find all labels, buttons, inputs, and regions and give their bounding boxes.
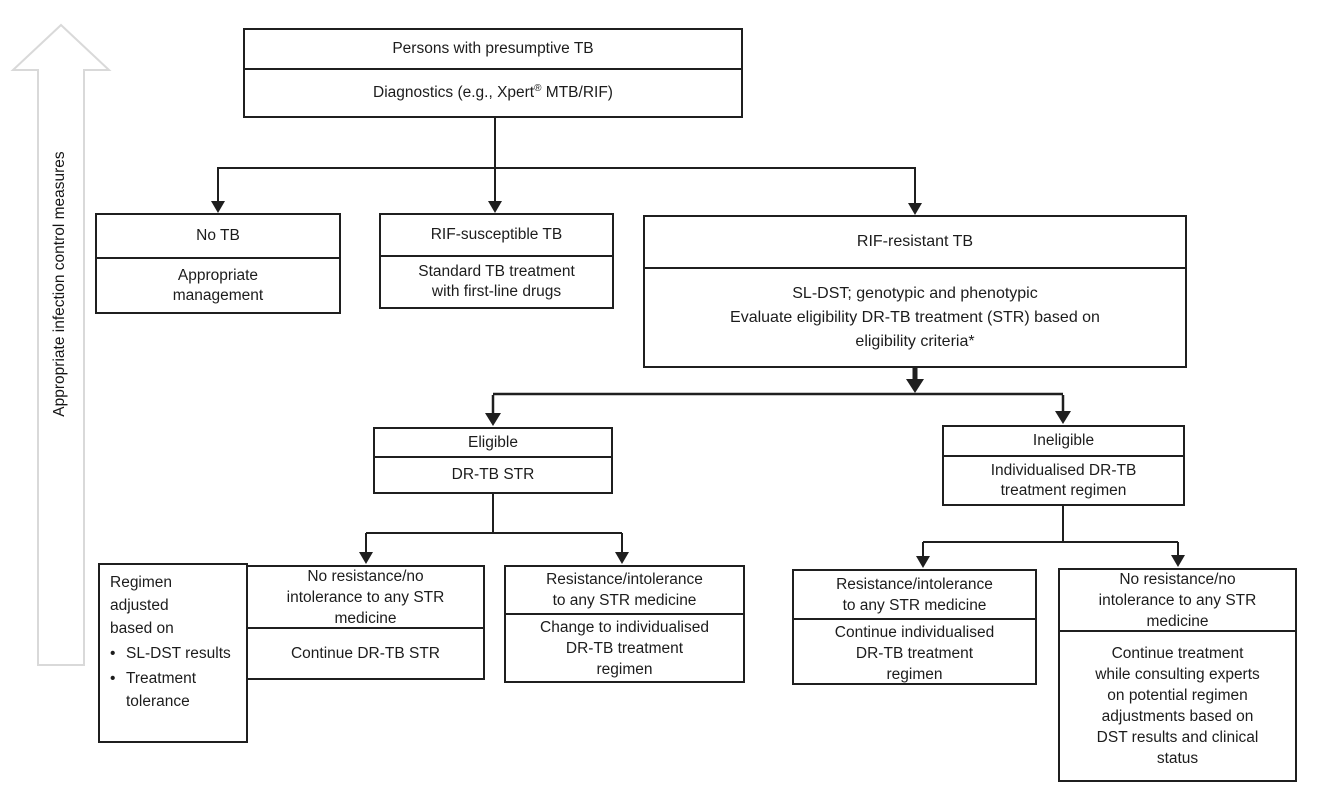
title-line: intolerance to any STR bbox=[1098, 591, 1257, 609]
node-str-no-resistance-body: Continue DR-TB STR bbox=[248, 629, 483, 678]
node-rif-susceptible-title: RIF-susceptible TB bbox=[381, 215, 612, 257]
title-line: medicine bbox=[1146, 612, 1209, 630]
note-line: based on bbox=[110, 620, 174, 637]
title-line: medicine bbox=[334, 609, 397, 627]
node-title-text: RIF-susceptible TB bbox=[430, 226, 563, 243]
diagnostics-text-post: MTB/RIF) bbox=[541, 84, 613, 101]
arrowhead-str-no-resistance bbox=[359, 552, 373, 564]
infection-control-label: Appropriate infection control measures bbox=[51, 151, 68, 417]
body-line: Appropriate bbox=[177, 266, 259, 284]
arrowhead-indiv-resistance bbox=[916, 556, 930, 568]
arrowhead-rif-resistant bbox=[908, 203, 922, 215]
title-line: Resistance/intolerance bbox=[546, 571, 703, 588]
node-presumptive-tb-body: Diagnostics (e.g., Xpert® MTB/RIF) bbox=[245, 70, 741, 116]
title-line: Resistance/intolerance bbox=[836, 575, 993, 593]
body-line: Evaluate eligibility DR-TB treatment (ST… bbox=[730, 308, 1100, 326]
node-title-text: RIF-resistant TB bbox=[856, 233, 974, 250]
note-bullet-item: Treatment tolerance bbox=[110, 667, 242, 713]
node-regimen-note: Regimen adjusted based on SL-DST results… bbox=[98, 563, 248, 743]
title-line: No resistance/no bbox=[307, 567, 424, 585]
body-line: Standard TB treatment bbox=[418, 263, 575, 280]
node-ineligible: Ineligible Individualised DR-TB treatmen… bbox=[942, 425, 1185, 506]
note-bullet-item: SL-DST results bbox=[110, 642, 242, 665]
body-line: status bbox=[1156, 750, 1199, 767]
node-no-tb-title: No TB bbox=[97, 215, 339, 259]
arrowhead-rif-susceptible bbox=[488, 201, 502, 213]
node-rif-susceptible-body: Standard TB treatment with first-line dr… bbox=[381, 257, 612, 307]
node-rif-resistant-tb: RIF-resistant TB SL-DST; genotypic and p… bbox=[643, 215, 1187, 368]
body-line: regimen bbox=[886, 666, 943, 683]
node-eligible-body: DR-TB STR bbox=[375, 458, 611, 492]
node-presumptive-tb: Persons with presumptive TB Diagnostics … bbox=[243, 28, 743, 118]
body-line: SL-DST; genotypic and phenotypic bbox=[792, 284, 1038, 302]
title-line: to any STR medicine bbox=[842, 596, 987, 614]
node-str-resistance-body: Change to individualised DR-TB treatment… bbox=[506, 615, 743, 682]
node-ineligible-body: Individualised DR-TB treatment regimen bbox=[944, 457, 1183, 504]
body-line: DR-TB treatment bbox=[565, 640, 684, 657]
body-line: DR-TB treatment bbox=[855, 645, 974, 662]
arrowhead-eligible bbox=[485, 413, 501, 426]
node-indiv-resistance: Resistance/intolerance to any STR medici… bbox=[792, 569, 1037, 685]
body-line: Continue treatment bbox=[1111, 645, 1244, 662]
node-no-tb: No TB Appropriate management bbox=[95, 213, 341, 314]
body-line: adjustments based on bbox=[1101, 708, 1254, 725]
node-indiv-no-resistance-body: Continue treatment while consulting expe… bbox=[1060, 632, 1295, 780]
node-str-no-resistance-title: No resistance/no intolerance to any STR … bbox=[248, 567, 483, 629]
body-line: DR-TB STR bbox=[451, 466, 535, 483]
arrowhead-str-resistance bbox=[615, 552, 629, 564]
diagnostics-text-pre: Diagnostics (e.g., Xpert bbox=[373, 84, 535, 101]
node-rif-susceptible-tb: RIF-susceptible TB Standard TB treatment… bbox=[379, 213, 614, 309]
body-line: Continue individualised bbox=[834, 624, 995, 641]
node-rif-resistant-body: SL-DST; genotypic and phenotypic Evaluat… bbox=[645, 269, 1185, 366]
note-bullet-list: SL-DST results Treatment tolerance bbox=[110, 642, 242, 713]
body-line: Continue DR-TB STR bbox=[290, 645, 440, 662]
arrowhead-eligibility bbox=[906, 379, 924, 393]
arrowhead-no-tb bbox=[211, 201, 225, 213]
diagnostics-text: Diagnostics (e.g., Xpert® MTB/RIF) bbox=[373, 83, 613, 103]
body-line: while consulting experts bbox=[1095, 666, 1260, 683]
body-line: regimen bbox=[596, 661, 653, 678]
node-eligible: Eligible DR-TB STR bbox=[373, 427, 613, 494]
title-line: to any STR medicine bbox=[552, 592, 697, 609]
body-line: eligibility criteria* bbox=[855, 332, 975, 350]
body-line: management bbox=[172, 286, 264, 304]
node-title-text: Persons with presumptive TB bbox=[392, 40, 594, 57]
infection-control-arrow bbox=[10, 23, 112, 666]
note-line: Regimen bbox=[110, 574, 173, 591]
node-title-text: Eligible bbox=[468, 433, 518, 451]
node-str-resistance: Resistance/intolerance to any STR medici… bbox=[504, 565, 745, 683]
node-indiv-resistance-body: Continue individualised DR-TB treatment … bbox=[794, 620, 1035, 687]
node-indiv-resistance-title: Resistance/intolerance to any STR medici… bbox=[794, 571, 1035, 620]
node-eligible-title: Eligible bbox=[375, 429, 611, 458]
node-title-text: No TB bbox=[196, 227, 240, 244]
body-line: treatment regimen bbox=[1000, 481, 1127, 499]
body-line: Change to individualised bbox=[540, 619, 709, 636]
node-title-text: Ineligible bbox=[1032, 432, 1095, 449]
arrowhead-indiv-no-resistance bbox=[1171, 555, 1185, 567]
node-ineligible-title: Ineligible bbox=[944, 427, 1183, 457]
body-line: DST results and clinical bbox=[1096, 729, 1259, 746]
body-line: Individualised DR-TB bbox=[990, 461, 1137, 479]
node-indiv-no-resistance-title: No resistance/no intolerance to any STR … bbox=[1060, 570, 1295, 632]
node-rif-resistant-title: RIF-resistant TB bbox=[645, 217, 1185, 269]
title-line: intolerance to any STR bbox=[286, 588, 445, 606]
title-line: No resistance/no bbox=[1119, 570, 1236, 588]
node-str-no-resistance: No resistance/no intolerance to any STR … bbox=[246, 565, 485, 680]
body-line: on potential regimen bbox=[1107, 687, 1248, 704]
node-no-tb-body: Appropriate management bbox=[97, 259, 339, 312]
registered-trademark-symbol: ® bbox=[534, 82, 542, 94]
body-line: with first-line drugs bbox=[431, 283, 562, 300]
note-line: adjusted bbox=[110, 597, 169, 614]
node-indiv-no-resistance: No resistance/no intolerance to any STR … bbox=[1058, 568, 1297, 782]
node-presumptive-tb-title: Persons with presumptive TB bbox=[245, 30, 741, 70]
node-str-resistance-title: Resistance/intolerance to any STR medici… bbox=[506, 567, 743, 615]
arrowhead-ineligible bbox=[1055, 411, 1071, 424]
